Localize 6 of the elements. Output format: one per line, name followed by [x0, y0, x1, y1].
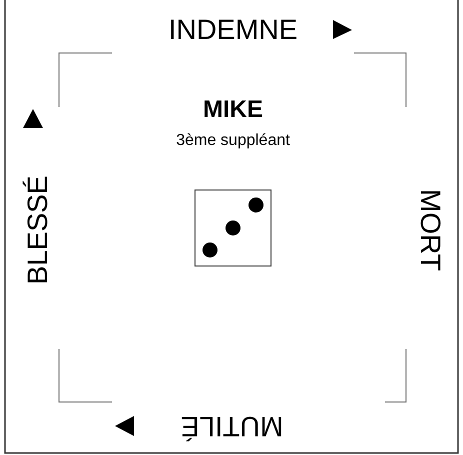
status-label: BLESSÉ — [24, 176, 52, 284]
status-label: INDEMNE — [168, 16, 298, 44]
status-label: MUTILÉ — [180, 412, 284, 440]
character-role: 3ème suppléant — [176, 133, 290, 149]
character-name: MIKE — [203, 98, 263, 122]
status-label: MORT — [416, 189, 444, 271]
